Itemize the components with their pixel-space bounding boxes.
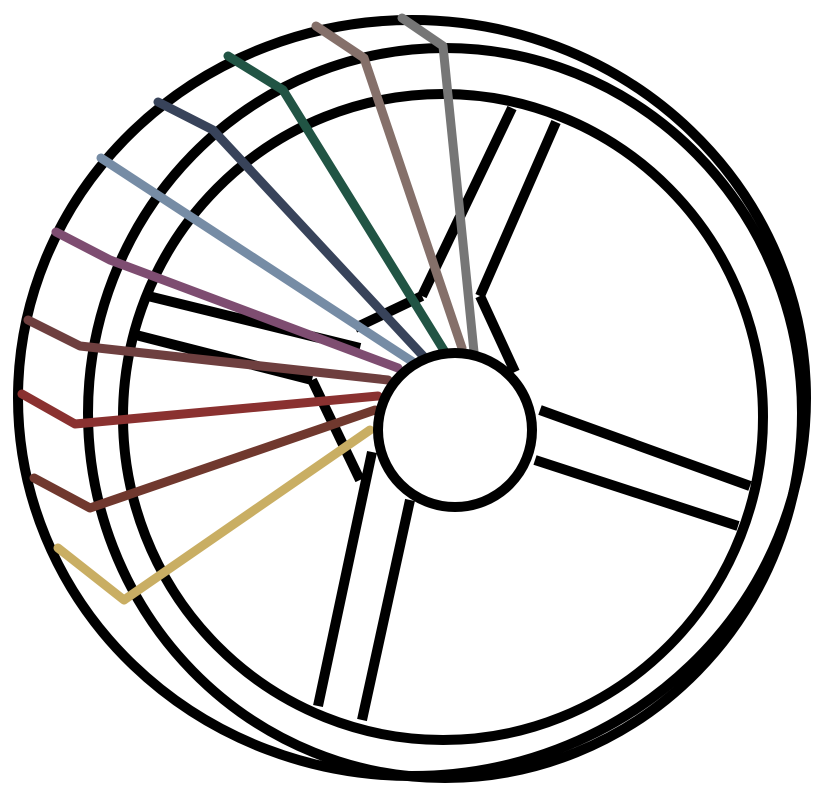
hub (373, 348, 537, 512)
wire-yellow (53, 425, 375, 605)
wire-blue-gray (96, 153, 418, 367)
wire-red (17, 389, 383, 429)
wire-green (223, 51, 450, 357)
wire-navy (153, 97, 430, 363)
spoke-lower (313, 450, 415, 722)
wire-rust (29, 405, 380, 513)
spoke-right (533, 405, 752, 531)
wire-brown (23, 315, 393, 385)
wire-purple (51, 227, 403, 373)
wire-taupe (311, 21, 467, 353)
colored-wires (17, 13, 479, 605)
wire-gray (397, 13, 479, 357)
spokes (130, 105, 752, 722)
